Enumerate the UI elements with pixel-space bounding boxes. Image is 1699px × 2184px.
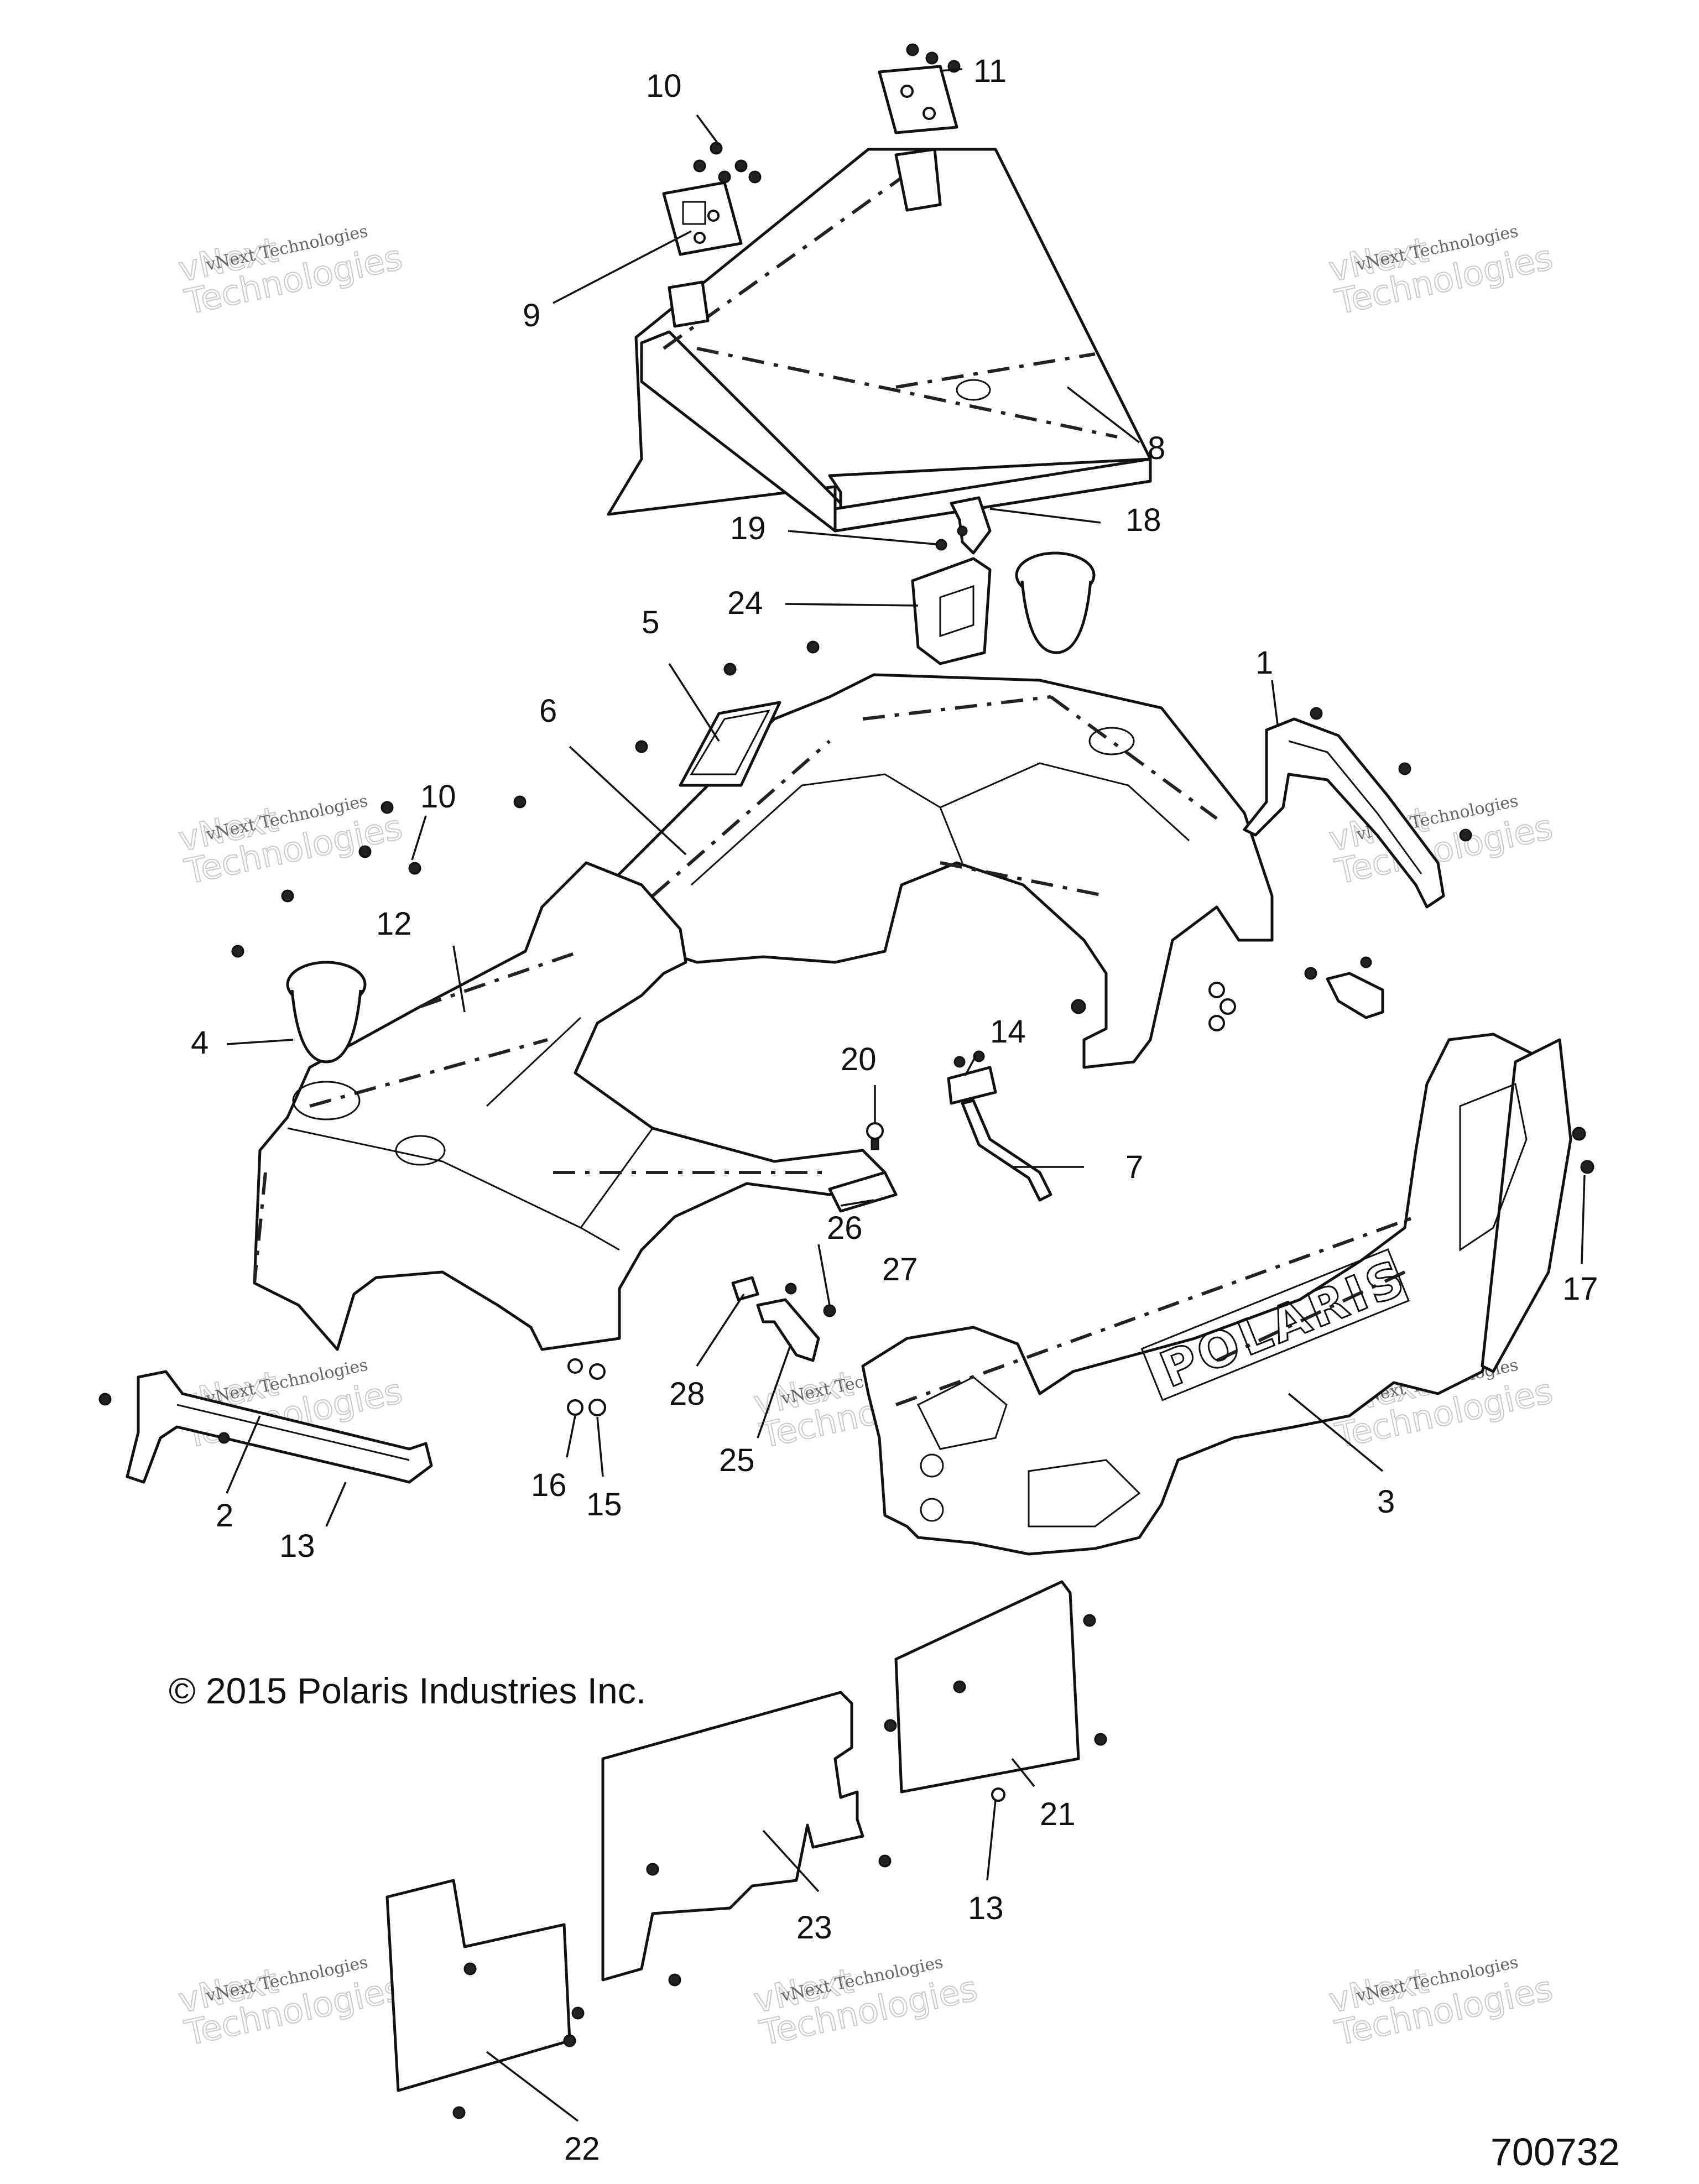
callout-12: 12 [376,906,412,942]
callout-7: 7 [1125,1149,1143,1185]
watermark: vNext Technologies vNext Technologies [1325,222,1556,323]
callout-10-top: 10 [646,68,682,104]
part-4-cup-holder [286,961,367,1064]
callout-13-left: 13 [279,1528,315,1564]
part-20-rivet [866,1122,884,1150]
hood-hole [956,379,991,401]
part-26-tab [828,1171,898,1213]
part-1-grab-bar [1243,717,1445,909]
fender-hole [395,1135,446,1166]
part-18-latch [950,496,992,555]
hood-tab [668,280,710,328]
callout-13-bottom: 13 [968,1890,1004,1926]
callout-4: 4 [191,1025,209,1061]
diagram-id: 700732 [1490,2130,1620,2173]
callout-16: 16 [531,1467,567,1503]
callout-21: 21 [1040,1796,1076,1832]
part-22-panel [385,1879,585,2119]
part-7-rod [947,1066,1052,1202]
watermark: vNext Technologies vNext Technologies [174,1953,406,2054]
fender-cup-hole [292,1081,361,1120]
callout-3: 3 [1377,1484,1395,1520]
part-16-nut [567,1358,583,1416]
callout-1: 1 [1255,645,1273,681]
callout-5: 5 [642,604,659,640]
callout-25: 25 [719,1442,755,1478]
callout-20: 20 [841,1041,877,1077]
callout-10-left: 10 [420,779,456,815]
callout-17: 17 [1562,1271,1598,1307]
part-15-washer [588,1363,606,1416]
part-8-hood [607,148,1152,533]
callout-22: 22 [564,2131,600,2167]
part-28-clip [731,1276,759,1301]
part-25-clip [756,1298,820,1362]
part-21-panel [884,1580,1107,1802]
callout-27: 27 [882,1252,918,1288]
part-6-front-fender [607,673,1274,1069]
part-17-screw [1572,1127,1594,1174]
part-5-reflector [679,701,781,787]
part-14-screw [953,1050,985,1068]
part-12-main-fender [253,861,887,1351]
watermark: vNext Technologies vNext Technologies [749,1953,981,2054]
callout-9: 9 [523,298,540,333]
callout-26: 26 [827,1210,863,1246]
watermark: vNext Technologies vNext Technologies [1325,1953,1556,2054]
part-2-grab-bar [126,1370,433,1484]
callout-23: 23 [796,1910,832,1946]
callout-28: 28 [669,1376,705,1412]
watermark: vNext Technologies vNext Technologies [174,222,406,323]
callout-15: 15 [586,1487,622,1523]
leader-lines [226,68,1586,2122]
part-23-panel [601,1691,892,1987]
copyright-notice: © 2015 Polaris Industries Inc. [169,1670,646,1711]
callout-6: 6 [539,693,557,729]
part-11-hinge [878,65,958,134]
small-clip [1326,972,1384,1019]
hood-tab [894,148,942,212]
fender-hole [1088,727,1135,755]
side-opening [1459,1082,1528,1252]
callout-2: 2 [216,1498,233,1534]
part-9-hinge [662,181,743,256]
part-24-bracket [911,551,1096,665]
callout-11: 11 [973,53,1007,89]
lower-opening [1028,1459,1141,1528]
callout-18: 18 [1125,502,1161,538]
part-19-fastener [935,525,968,551]
callout-24: 24 [727,585,763,621]
callout-19: 19 [730,510,766,546]
watermark: vNext Technologies vNext Technologies [174,791,406,893]
headlight-opening [916,1376,1008,1450]
loose-fasteners [98,640,1472,1444]
callout-14: 14 [990,1014,1026,1050]
callout-8: 8 [1148,430,1165,466]
callout-labels: 1 2 3 4 5 6 7 8 9 10 10 11 12 13 13 14 1… [191,53,1598,2167]
